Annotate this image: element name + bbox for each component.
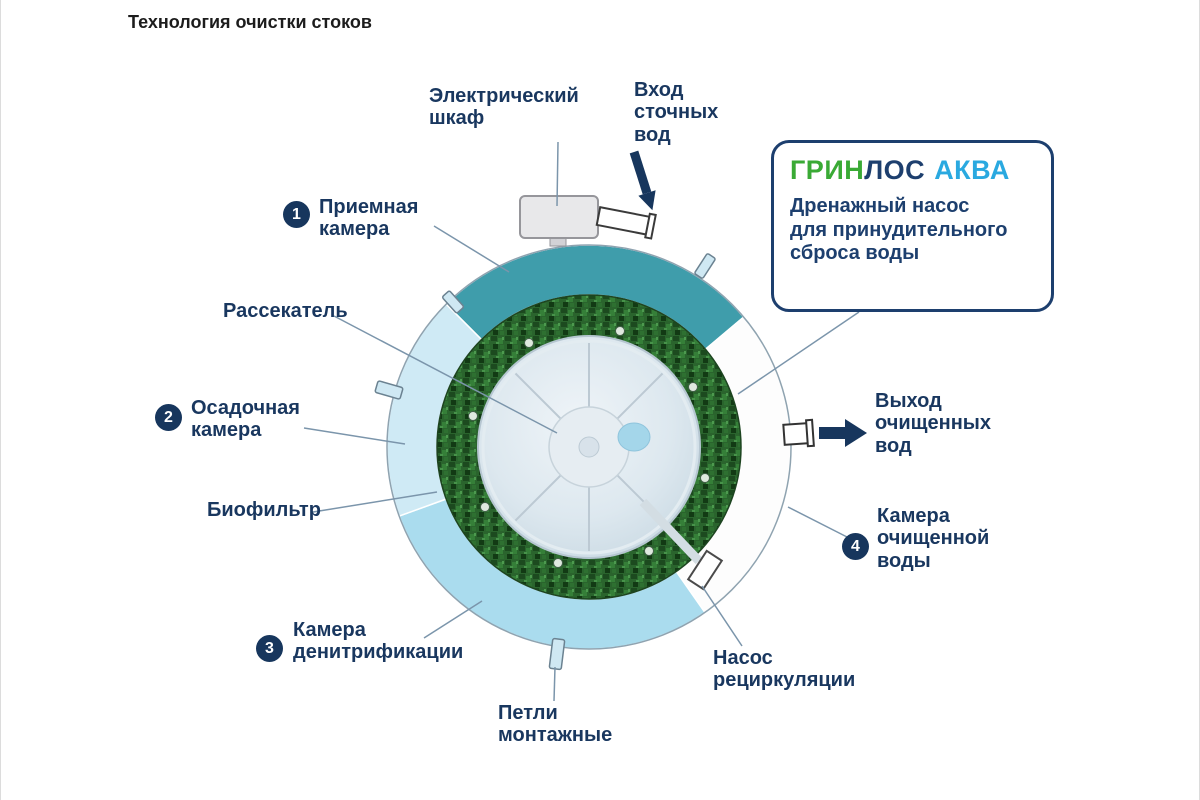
outlet-arrow-icon [819,419,867,447]
outer-ring-segments [386,244,792,650]
brand-name-part-navy: ЛОС [864,155,926,185]
marker-1: 1 [283,201,310,228]
inner-chamber [477,335,703,565]
outlet-pipe [782,418,815,448]
leader-clean-water-chamber [787,506,850,539]
left-stub [374,380,404,400]
leader-biofilter [312,491,438,513]
leader-sediment-chamber [303,427,406,445]
leader-lines [303,141,860,702]
leader-denitrification [423,600,483,639]
drainage-pump-port [617,422,651,452]
marker-3: 3 [256,635,283,662]
label-electrical-cabinet: Электрический шкаф [429,85,579,130]
marker-2: 2 [155,404,182,431]
top-right-stub [694,253,716,279]
leader-recirculation-pump [701,585,743,647]
inlet-pipe [595,206,657,240]
label-mounting-loops: Петли монтажные [498,702,613,747]
leader-receiving-chamber [433,225,510,273]
brand-name-part-aqua: АКВА [934,155,1010,185]
leader-electrical-cabinet [556,141,559,207]
label-receiving-chamber: Приемная камера [319,196,419,241]
recirculation-pump-box [686,549,724,591]
label-inlet: Вход сточных вод [634,79,719,146]
label-recirculation-pump: Насос рециркуляции [713,647,856,692]
upper-left-stub [441,290,465,314]
electrical-cabinet-box [519,195,599,247]
brand-name-part-green: ГРИН [790,155,865,185]
tank-outer-rim [386,244,792,650]
brand-description: Дренажный насос для принудительного сбро… [790,195,1008,265]
label-outlet: Выход очищенных вод [875,390,991,457]
marker-4: 4 [842,533,869,560]
label-splitter: Рассекатель [223,300,348,322]
page-title: Технология очистки стоков [128,12,372,32]
leader-splitter [333,315,558,434]
label-biofilter: Биофильтр [207,499,321,521]
leader-mounting-loops [553,666,556,702]
center-hub [578,436,600,458]
ring-stubs [374,253,716,671]
label-denitrification-chamber: Камера денитрификации [293,619,464,664]
leader-drainage-pump [737,311,860,395]
brand-name: ГРИНЛОС АКВА [790,155,1035,186]
brand-callout-box: ГРИНЛОС АКВА Дренажный насос для принудит… [771,140,1054,312]
biofilter-bolts [468,326,710,568]
recirculation-pipe [639,498,703,565]
mounting-loop-stub [548,637,566,671]
label-sediment-chamber: Осадочная камера [191,397,300,442]
inlet-arrow-icon [629,150,656,211]
label-clean-water-chamber: Камера очищенной воды [877,505,990,572]
